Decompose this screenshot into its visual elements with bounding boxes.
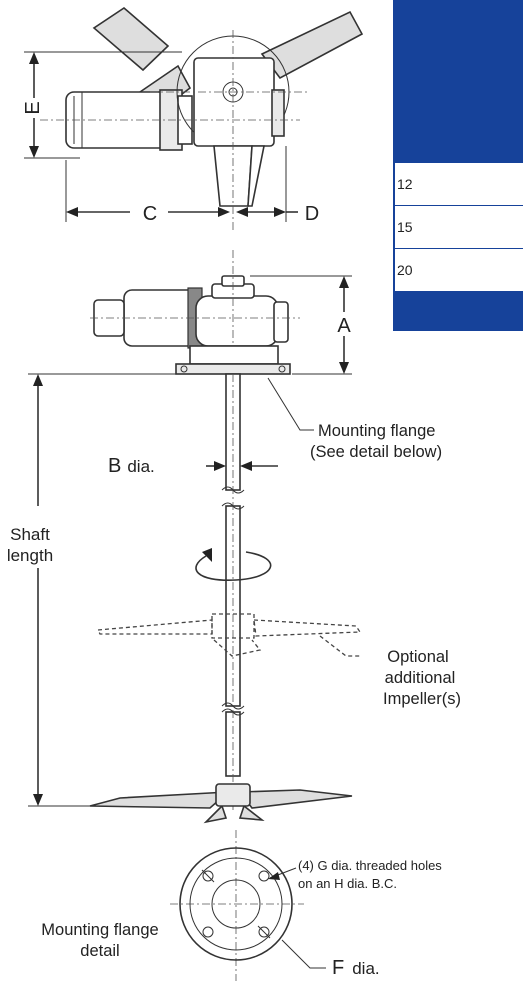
optional-impeller bbox=[96, 613, 362, 657]
dimension-A: A bbox=[250, 275, 352, 375]
dimension-table: 12 15 20 bbox=[395, 163, 523, 291]
flange-detail-hole-1 bbox=[202, 870, 214, 882]
top-view-blade-upper-left bbox=[92, 6, 170, 72]
callout-flange-detail-line1: Mounting flange bbox=[41, 921, 158, 939]
shaft-length-label-line1: Shaft bbox=[10, 525, 50, 544]
callout-threaded-holes-line1: (4) G dia. threaded holes bbox=[298, 858, 442, 873]
top-view bbox=[40, 6, 364, 230]
top-view-blade-right bbox=[260, 10, 364, 80]
callout-flange-detail: Mounting flange detail bbox=[41, 921, 158, 960]
shaft-length-label-line2: length bbox=[7, 546, 53, 565]
callout-optional-impeller: Optional additional Impeller(s) bbox=[319, 635, 461, 708]
table-cell: 20 bbox=[397, 262, 413, 278]
side-view-gearbox bbox=[90, 250, 300, 360]
callout-optional-impeller-line3: Impeller(s) bbox=[383, 690, 461, 708]
callout-optional-impeller-line1: Optional bbox=[387, 648, 448, 666]
dimension-table-panel: 12 15 20 bbox=[393, 0, 523, 331]
callout-mounting-flange-line1: Mounting flange bbox=[318, 422, 435, 440]
rotation-arrow bbox=[195, 548, 272, 581]
dimension-D-label: D bbox=[305, 203, 319, 225]
table-cell: 15 bbox=[397, 219, 413, 235]
table-cell: 12 bbox=[397, 176, 413, 192]
callout-flange-detail-line2: detail bbox=[80, 942, 119, 960]
flange-detail-hole-3 bbox=[202, 926, 214, 938]
dimension-shaft-length: Shaft length bbox=[7, 373, 180, 807]
shaft bbox=[221, 373, 245, 810]
callout-threaded-holes-line2: on an H dia. B.C. bbox=[298, 876, 397, 891]
flange-detail-bore bbox=[211, 879, 261, 929]
dimension-E: E bbox=[22, 51, 182, 159]
dimension-C-D: C D bbox=[65, 146, 319, 225]
callout-threaded-holes: (4) G dia. threaded holes on an H dia. B… bbox=[298, 858, 442, 891]
side-view: A bbox=[7, 250, 362, 824]
flange-detail-outer-circle bbox=[179, 847, 293, 961]
table-row: 12 bbox=[395, 163, 523, 205]
bottom-impeller bbox=[89, 783, 353, 824]
callout-mounting-flange-line2: (See detail below) bbox=[310, 443, 442, 461]
dimension-E-label: E bbox=[22, 101, 44, 114]
side-view-flange bbox=[175, 345, 291, 375]
flange-detail-hole-4 bbox=[258, 926, 270, 938]
callout-mounting-flange: Mounting flange (See detail below) bbox=[267, 377, 442, 461]
dimension-A-label: A bbox=[337, 315, 351, 337]
dimension-C-label: C bbox=[143, 203, 157, 225]
flange-detail-hole-2 bbox=[258, 870, 270, 882]
callout-optional-impeller-line2: additional bbox=[385, 669, 456, 687]
table-row: 15 bbox=[395, 205, 523, 248]
flange-detail bbox=[170, 830, 326, 981]
flange-detail-bolt-circle bbox=[189, 857, 283, 951]
table-row: 20 bbox=[395, 248, 523, 291]
